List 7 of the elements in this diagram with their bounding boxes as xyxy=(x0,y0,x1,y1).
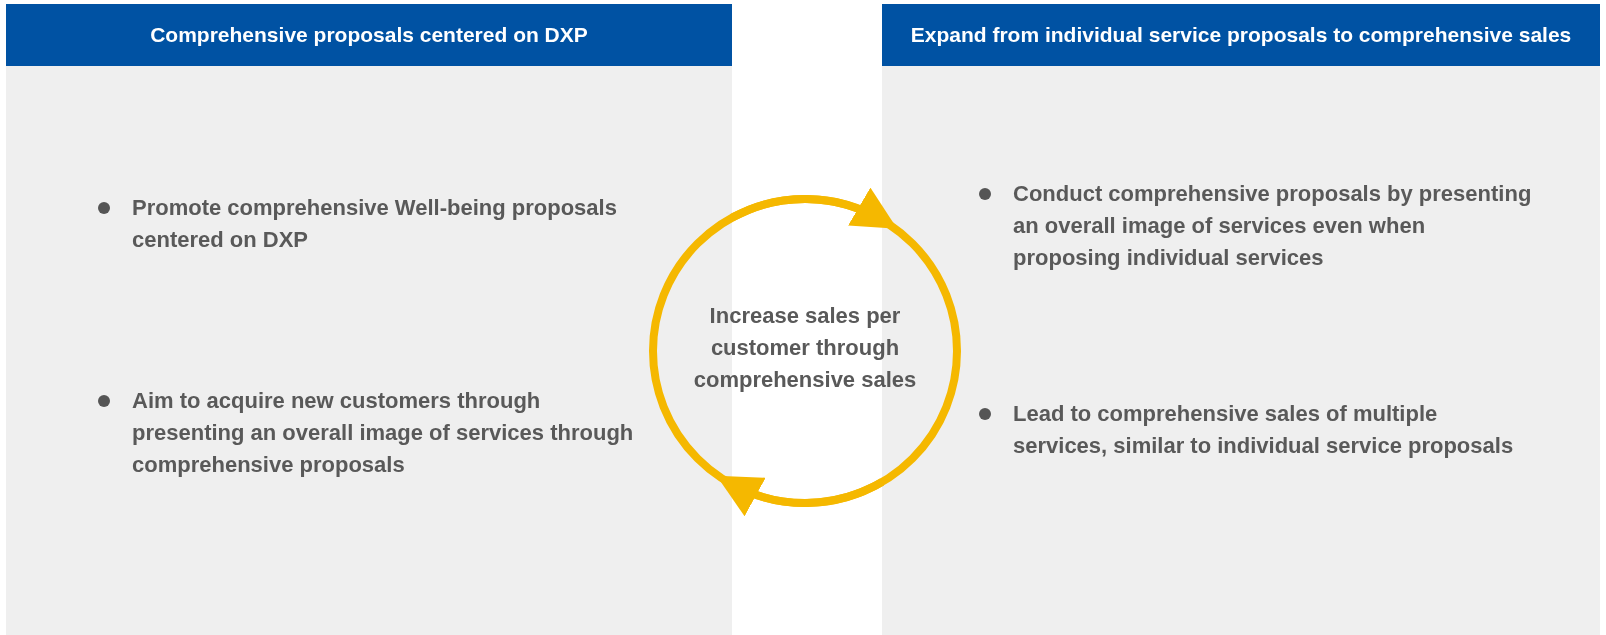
bullet-text: Promote comprehensive Well-being proposals centered on DXP xyxy=(132,194,618,254)
bullet-text: Conduct comprehensive proposals by presenting an overall image of services even when proposing individual services xyxy=(1013,180,1533,272)
panel-heading: Expand from individual service proposals to comprehensive sales xyxy=(910,22,1572,49)
bullet-text: Lead to comprehensive sales of multiple services, similar to individual service proposals xyxy=(1013,400,1515,460)
bullet-text: Aim to acquire new customers through presenting an overall image of services through comprehensive proposals xyxy=(132,387,635,479)
panel-heading: Comprehensive proposals centered on DXP xyxy=(150,22,588,49)
cycle-caption: Increase sales per customer through comprehensive sales xyxy=(692,302,918,394)
